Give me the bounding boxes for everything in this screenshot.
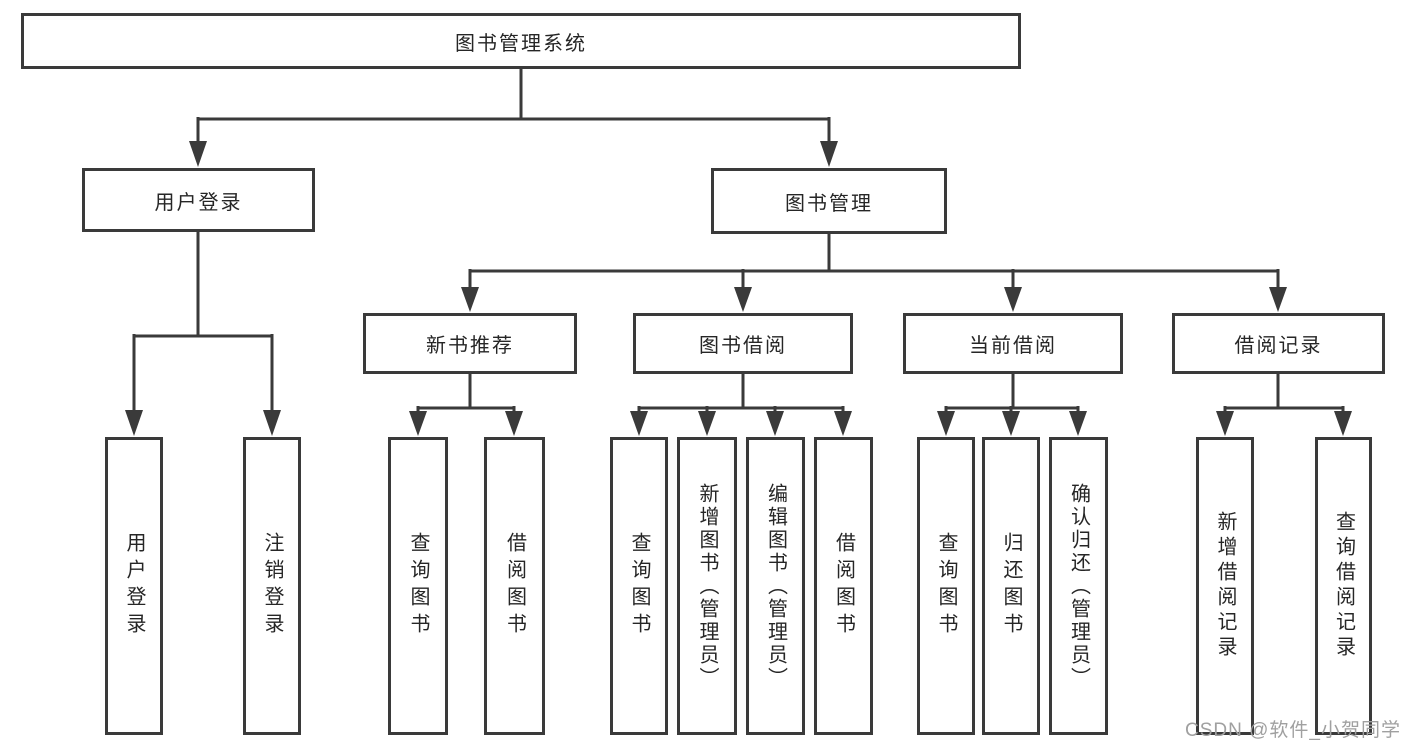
arrowhead xyxy=(834,411,852,436)
arrowhead xyxy=(734,287,752,312)
arrowhead xyxy=(1069,411,1087,436)
leaf-query-books-3: 查询图书 xyxy=(917,437,975,735)
leaf-borrow-books-1: 借阅图书 xyxy=(484,437,545,735)
leaf-query-borrow-record: 查询借阅记录 xyxy=(1315,437,1372,735)
leaf-logout-login: 注销登录 xyxy=(243,437,301,735)
node-new-book-recommendation: 新书推荐 xyxy=(363,313,577,374)
connector-borrowing-records-to-leaves xyxy=(1216,374,1352,436)
arrowhead xyxy=(505,411,523,436)
arrowhead xyxy=(820,141,838,167)
arrowhead xyxy=(1334,411,1352,436)
arrowhead xyxy=(937,411,955,436)
connector-new-book-to-leaves xyxy=(409,374,523,436)
node-book-borrowing: 图书借阅 xyxy=(633,313,853,374)
connector-user-login-to-leaves xyxy=(125,232,281,436)
node-user-login: 用户登录 xyxy=(82,168,315,232)
arrowhead xyxy=(698,411,716,436)
connector-current-borrowing-to-leaves xyxy=(937,374,1087,436)
leaf-confirm-return-admin: 确认归还（管理员） xyxy=(1049,437,1108,735)
arrowhead xyxy=(630,411,648,436)
node-book-management-system: 图书管理系统 xyxy=(21,13,1021,69)
watermark: CSDN @软件_小贺同学 xyxy=(1185,720,1401,741)
arrowhead xyxy=(1269,287,1287,312)
node-borrowing-records: 借阅记录 xyxy=(1172,313,1385,374)
arrowhead xyxy=(1216,411,1234,436)
leaf-user-login: 用户登录 xyxy=(105,437,163,735)
leaf-add-books-admin: 新增图书（管理员） xyxy=(677,437,737,735)
node-current-borrowing: 当前借阅 xyxy=(903,313,1123,374)
leaf-query-books-1: 查询图书 xyxy=(388,437,448,735)
leaf-add-borrow-record: 新增借阅记录 xyxy=(1196,437,1254,735)
arrowhead xyxy=(125,410,143,436)
arrowhead xyxy=(1002,411,1020,436)
connector-root-to-level2 xyxy=(189,69,838,167)
arrowhead xyxy=(409,411,427,436)
leaf-return-books: 归还图书 xyxy=(982,437,1040,735)
arrowhead xyxy=(766,411,784,436)
node-book-management: 图书管理 xyxy=(711,168,947,234)
leaf-edit-books-admin: 编辑图书（管理员） xyxy=(746,437,805,735)
arrowhead xyxy=(1004,287,1022,312)
arrowhead xyxy=(263,410,281,436)
connector-book-borrowing-to-leaves xyxy=(630,374,852,436)
leaf-query-books-2: 查询图书 xyxy=(610,437,668,735)
connector-book-management-to-level3 xyxy=(461,234,1287,312)
arrowhead xyxy=(189,141,207,167)
arrowhead xyxy=(461,287,479,312)
leaf-borrow-books-2: 借阅图书 xyxy=(814,437,873,735)
